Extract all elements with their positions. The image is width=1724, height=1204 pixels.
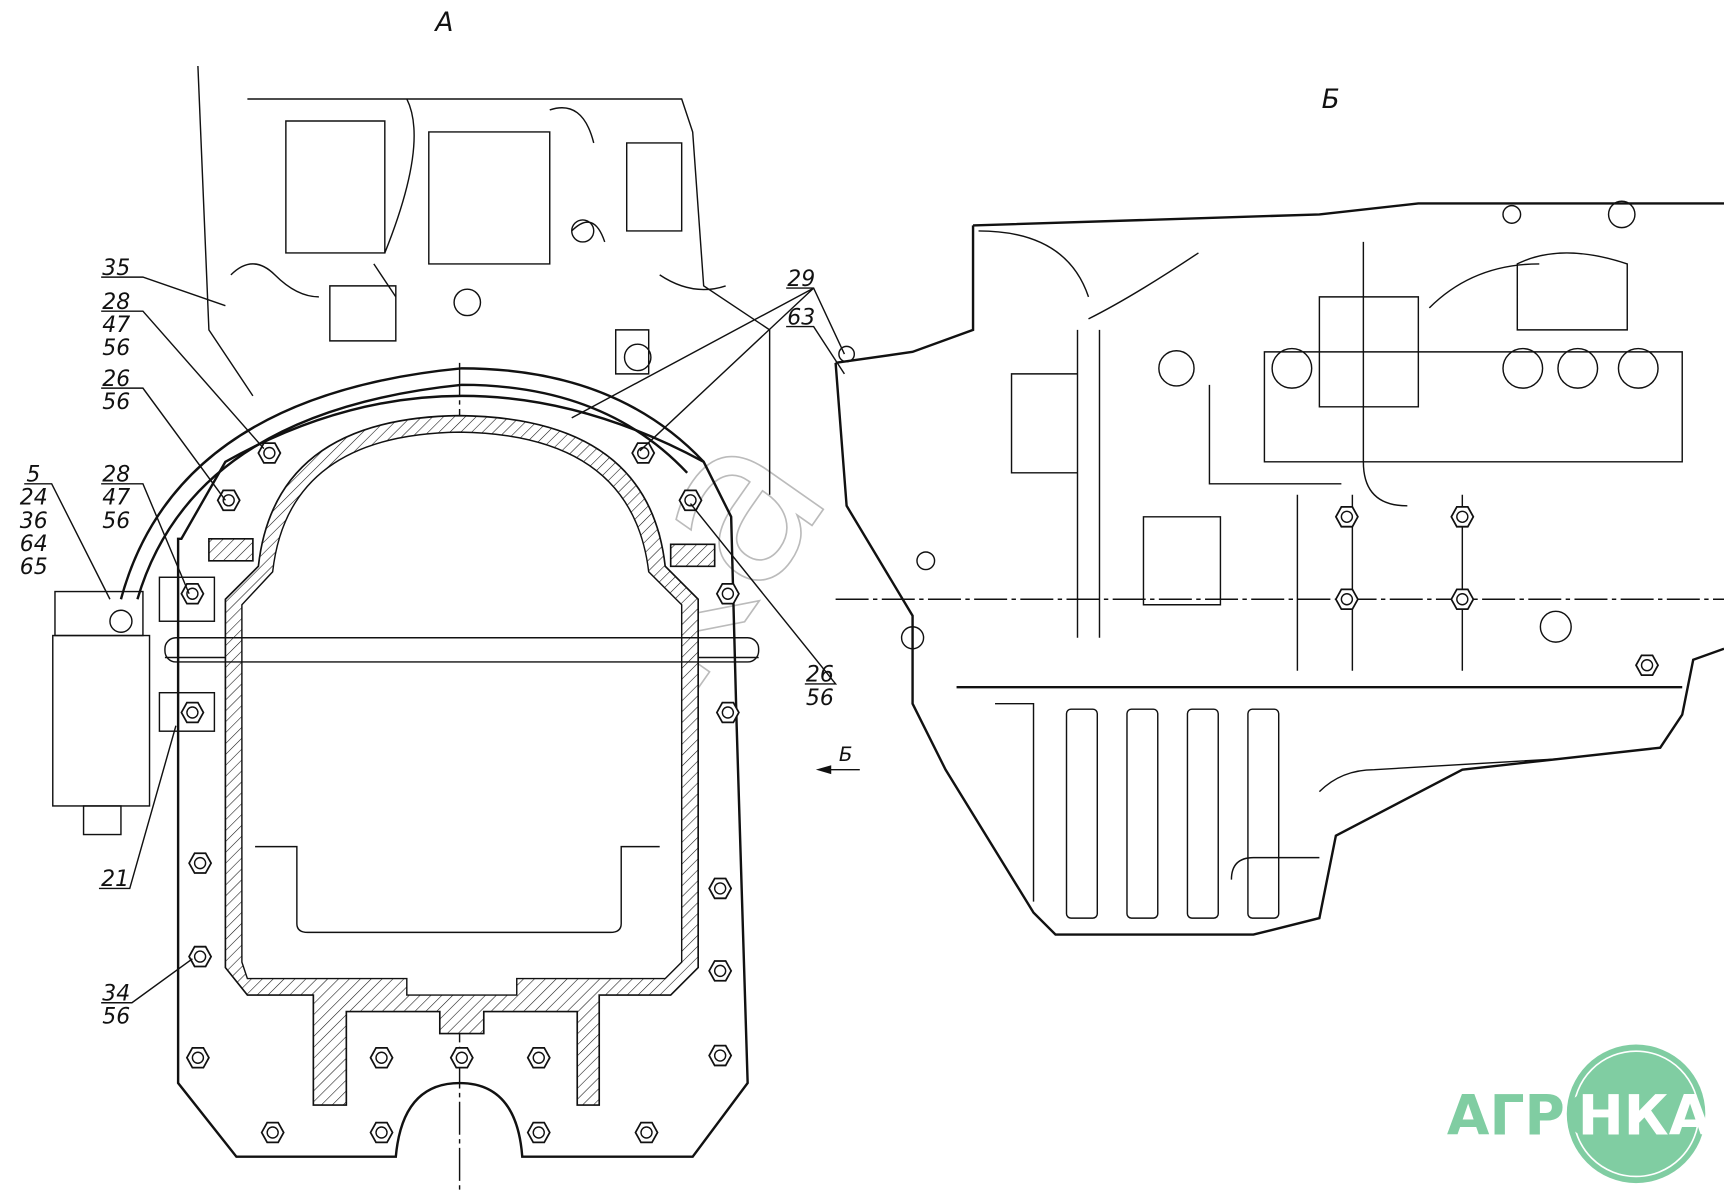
svg-text:34: 34 <box>102 982 130 1007</box>
svg-text:29: 29 <box>787 267 815 292</box>
svg-text:56: 56 <box>102 390 130 415</box>
svg-text:28: 28 <box>102 290 130 315</box>
view-arrow-label: Б <box>839 743 853 766</box>
svg-text:21: 21 <box>101 867 129 892</box>
svg-text:47: 47 <box>102 313 130 338</box>
view-b-side: Б Б <box>815 85 1724 936</box>
callout-29: 29 <box>787 267 815 292</box>
logo-text-left: АГРО <box>1447 1084 1612 1148</box>
view-label-a: А <box>433 8 453 38</box>
view-a-front: А <box>52 8 771 1193</box>
svg-text:56: 56 <box>102 1005 130 1030</box>
callout-63: 63 <box>787 305 815 330</box>
svg-text:26: 26 <box>806 663 834 688</box>
svg-text:28: 28 <box>102 463 130 488</box>
svg-text:36: 36 <box>20 509 48 534</box>
svg-text:24: 24 <box>20 486 48 511</box>
oil-filter <box>52 576 216 836</box>
svg-text:26: 26 <box>102 367 130 392</box>
svg-text:65: 65 <box>20 555 48 580</box>
svg-text:56: 56 <box>102 509 130 534</box>
view-label-b: Б <box>1322 85 1340 115</box>
svg-text:56: 56 <box>102 336 130 361</box>
svg-text:56: 56 <box>806 686 834 711</box>
svg-text:63: 63 <box>787 305 815 330</box>
svg-text:5: 5 <box>26 463 40 488</box>
logo-text-right: НКА <box>1578 1084 1712 1148</box>
svg-text:47: 47 <box>102 486 130 511</box>
svg-text:35: 35 <box>102 256 130 281</box>
svg-text:64: 64 <box>20 532 48 557</box>
callout-35: 35 <box>102 256 130 281</box>
leader-lines <box>24 276 846 1004</box>
callout-21: 21 <box>101 867 129 892</box>
agronika-logo: АГРО НКА <box>1447 1044 1712 1184</box>
